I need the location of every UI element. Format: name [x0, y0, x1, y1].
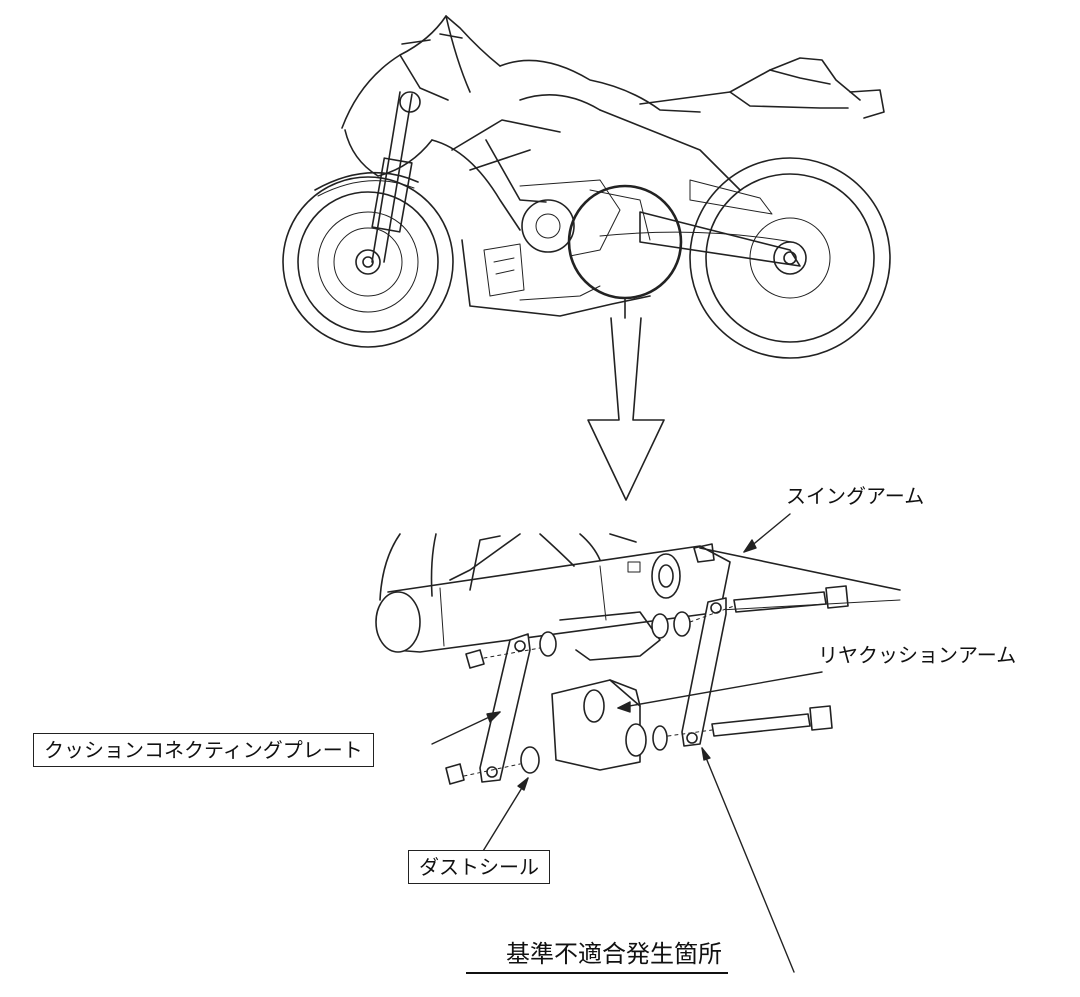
- lower-bolt: [711, 705, 833, 737]
- rear-cushion-arm: [551, 679, 668, 771]
- exploded-view: [375, 533, 901, 785]
- dust-seal-lower: [520, 746, 540, 774]
- label-cushion-connecting-plate: クッションコネクティングプレート: [33, 733, 374, 767]
- dust-seal-upper: [539, 631, 557, 657]
- leader-lines: [431, 513, 823, 973]
- label-dust-seal: ダストシール: [408, 850, 550, 884]
- swingarm-tube: [375, 545, 901, 653]
- front-wheel: [282, 176, 454, 348]
- label-nonconformity-location: 基準不適合発生箇所: [466, 942, 728, 974]
- left-connecting-plate: [479, 633, 531, 783]
- label-swingarm: スイングアーム: [786, 484, 925, 508]
- motorcycle-illustration: [282, 15, 891, 359]
- detail-circle: [567, 184, 683, 300]
- label-rear-cushion-arm: リヤクッションアーム: [818, 643, 1017, 667]
- down-arrow: [587, 317, 665, 501]
- upper-bolt: [733, 585, 849, 613]
